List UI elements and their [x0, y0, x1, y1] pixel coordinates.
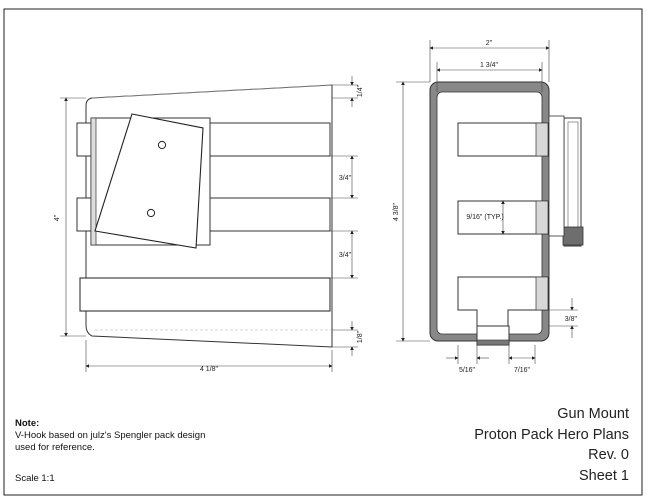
scale-label: Scale 1:1: [15, 473, 55, 484]
right-view-dimensions: [396, 40, 578, 364]
dim-strap-gap-lower: 3/4": [339, 252, 352, 259]
v-hook-plate: [94, 113, 204, 249]
dim-bottom-offset: 1/8": [357, 330, 364, 343]
dim-height: 4": [54, 214, 61, 221]
sheet-border: [3, 8, 643, 496]
left-view-dimension-labels: 1/4" 3/4" 3/4" 1/8" 4" 4 1/8": [54, 84, 364, 373]
dim-overall-width: 2": [486, 40, 493, 47]
left-view-dimensions: [60, 76, 358, 372]
right-view: [429, 81, 584, 346]
strap-lower: [79, 277, 331, 312]
dim-tab-offset: 3/8": [565, 316, 578, 323]
dim-inner-width: 1 3/4": [480, 62, 499, 69]
dim-top-offset: 1/4": [357, 84, 364, 97]
dim-strap-gap-upper: 3/4": [339, 175, 352, 182]
right-view-dimension-labels: 2" 1 3/4" 4 3/8" 9/16" (TYP.) 3/8" 5/16"…: [393, 40, 578, 374]
dim-body-height: 4 3/8": [393, 202, 400, 221]
mount-hole-top: [157, 140, 167, 150]
note-block: Note: V-Hook based on julz's Spengler pa…: [15, 418, 275, 454]
revision: Rev. 0: [588, 447, 629, 463]
note-line-2: used for reference.: [15, 442, 95, 453]
dim-slot-typ: 9/16" (TYP.): [466, 214, 503, 221]
dim-notch-left: 5/16": [459, 367, 476, 374]
slot-upper: [457, 122, 549, 157]
note-title: Note:: [15, 418, 40, 429]
left-view: [76, 84, 333, 348]
dim-notch-right: 7/16": [514, 367, 531, 374]
strap-tab-upper: [76, 122, 92, 157]
title-block: Gun Mount Proton Pack Hero Plans Rev. 0 …: [474, 404, 629, 486]
dim-width: 4 1/8": [200, 366, 219, 373]
strap-tab-middle: [76, 197, 92, 232]
sheet-number: Sheet 1: [579, 467, 629, 484]
project-name: Proton Pack Hero Plans: [474, 426, 629, 443]
mount-hole-bottom: [146, 208, 156, 218]
drawing-title: Gun Mount: [557, 406, 629, 422]
note-line-1: V-Hook based on julz's Spengler pack des…: [15, 430, 206, 441]
